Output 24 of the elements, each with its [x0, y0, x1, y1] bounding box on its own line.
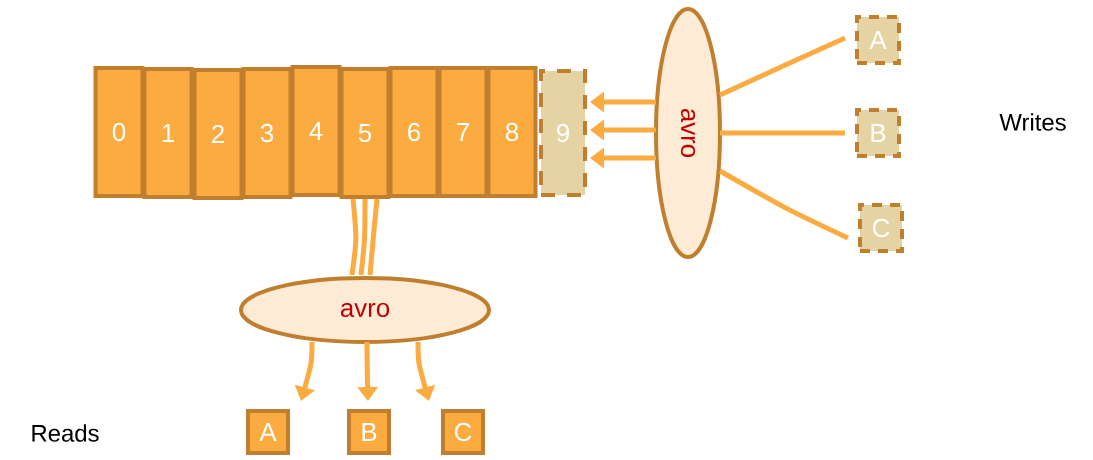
partition-block: 4: [290, 65, 342, 197]
partition-block: 0: [93, 66, 145, 198]
partition-block: 6: [388, 66, 440, 198]
partition-block: 3: [241, 67, 293, 199]
partition-block: 5: [339, 67, 391, 199]
connector-line: [720, 130, 845, 136]
writer-box: C: [858, 203, 904, 253]
side-label: Reads: [32, 424, 99, 442]
connector-line: [718, 168, 850, 241]
connector-line: [349, 198, 359, 276]
partition-block: 7: [437, 66, 489, 198]
reader-box: B: [347, 409, 391, 455]
reader-box: A: [246, 409, 290, 455]
partition-block: 2: [192, 68, 244, 200]
writer-box: B: [855, 108, 901, 158]
connector-line: [358, 199, 368, 276]
reader-box: C: [441, 409, 485, 455]
writer-box: A: [855, 15, 901, 65]
connector-line: [718, 35, 847, 98]
connector-line: [367, 198, 380, 276]
partition-block: 8: [486, 66, 538, 198]
side-label: Writes: [999, 113, 1066, 131]
pending-partition-block: 9: [539, 69, 587, 197]
partition-block: 1: [142, 67, 194, 199]
